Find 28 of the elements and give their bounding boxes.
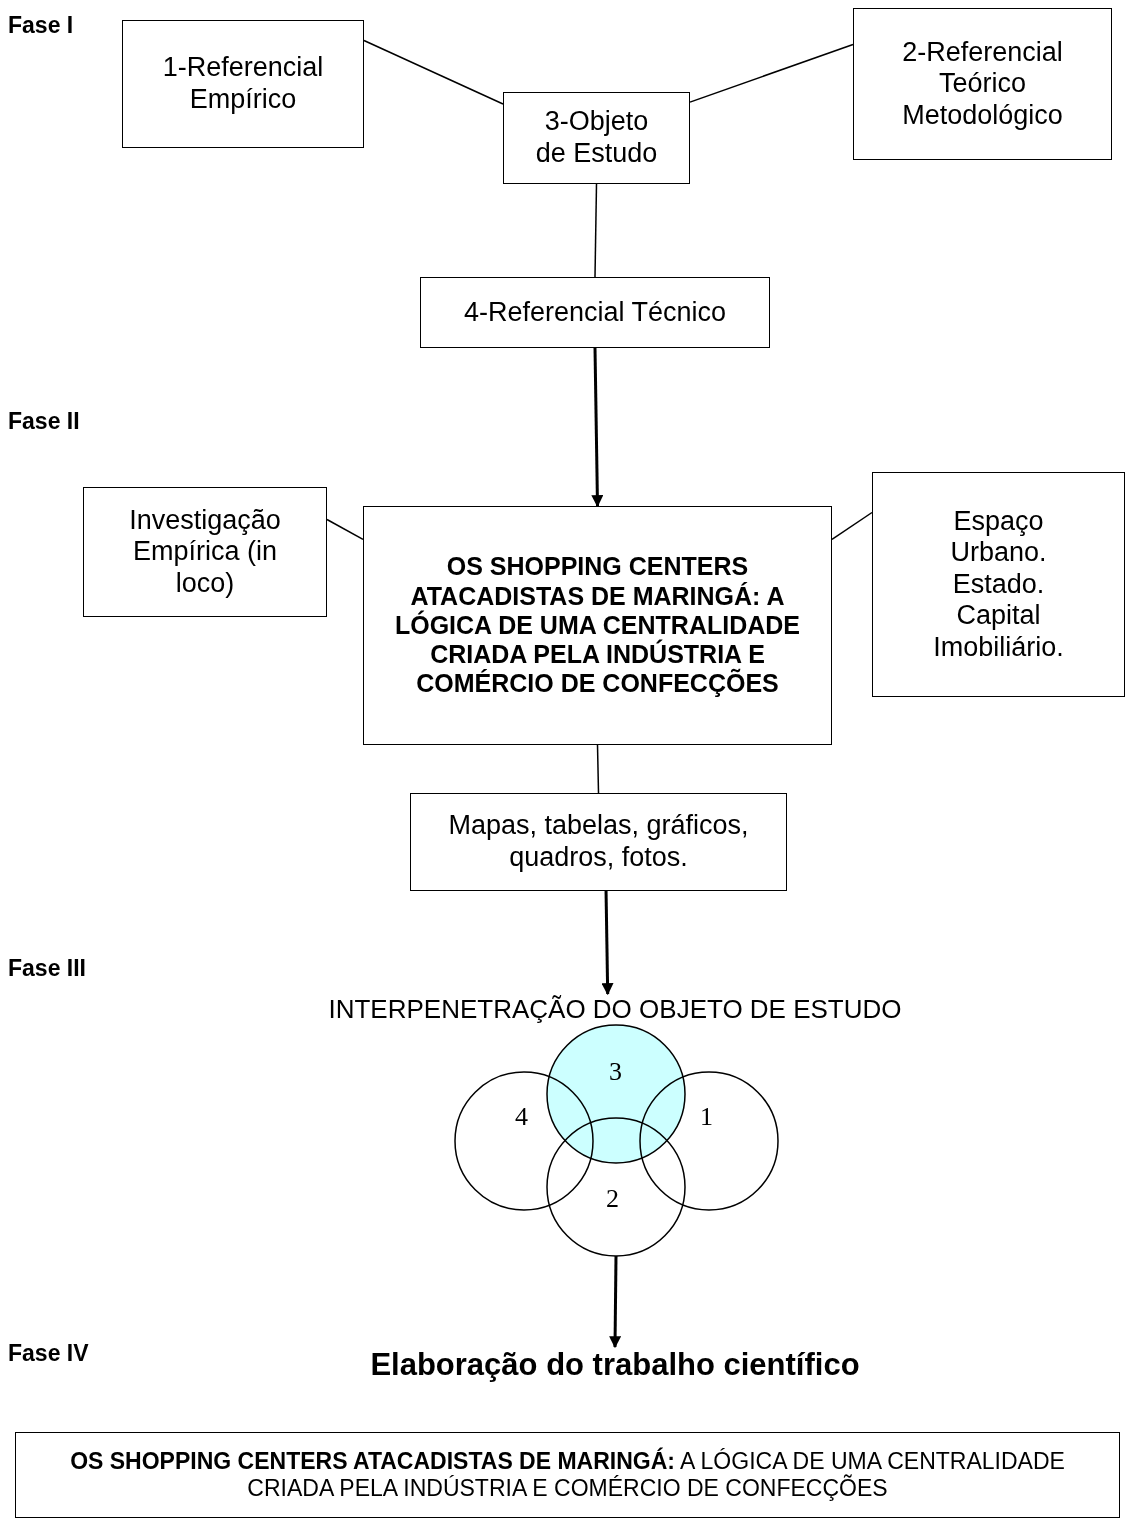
connector-line — [596, 744, 600, 794]
process-box: 4-Referencial Técnico — [420, 277, 770, 348]
heading-text: INTERPENETRAÇÃO DO OBJETO DE ESTUDO — [250, 994, 980, 1025]
circle-number: 1 — [700, 1102, 713, 1132]
phase-label: Fase II — [8, 408, 80, 435]
circle-number: 4 — [515, 1102, 528, 1132]
process-box: 2-Referencial Teórico Metodológico — [853, 8, 1112, 160]
heading-text: Elaboração do trabalho científico — [250, 1347, 980, 1383]
process-box: OS SHOPPING CENTERS ATACADISTAS DE MARINGÁ: A LÓGICA DE UMA CENTRALIDADE CRIADA PELA INDÚSTRIA E COMÉRCIO DE CONFECÇÕES — [363, 506, 832, 745]
connector-line — [363, 39, 504, 105]
arrow — [591, 347, 604, 508]
phase-label: Fase I — [8, 12, 74, 39]
arrow — [609, 1256, 622, 1349]
connector-line — [326, 518, 364, 541]
circle-number: 3 — [609, 1057, 622, 1087]
circle-number: 2 — [606, 1184, 619, 1214]
process-box: 3-Objeto de Estudo — [503, 92, 690, 184]
connector-line — [831, 511, 873, 541]
process-box: Mapas, tabelas, gráficos, quadros, fotos. — [410, 793, 787, 891]
phase-label: Fase IV — [8, 1340, 89, 1367]
arrow — [601, 890, 614, 996]
process-box: Espaço Urbano. Estado. Capital Imobiliário. — [872, 472, 1125, 697]
phase-label: Fase III — [8, 955, 86, 982]
connector-line — [689, 43, 854, 103]
process-box: 1-Referencial Empírico — [122, 20, 364, 148]
connector-line — [594, 183, 598, 278]
process-box: Investigação Empírica (in loco) — [83, 487, 327, 617]
process-box: OS SHOPPING CENTERS ATACADISTAS DE MARINGÁ: A LÓGICA DE UMA CENTRALIDADE CRIADA PELA INDÚSTRIA E COMÉRCIO DE CONFECÇÕES — [15, 1432, 1120, 1518]
